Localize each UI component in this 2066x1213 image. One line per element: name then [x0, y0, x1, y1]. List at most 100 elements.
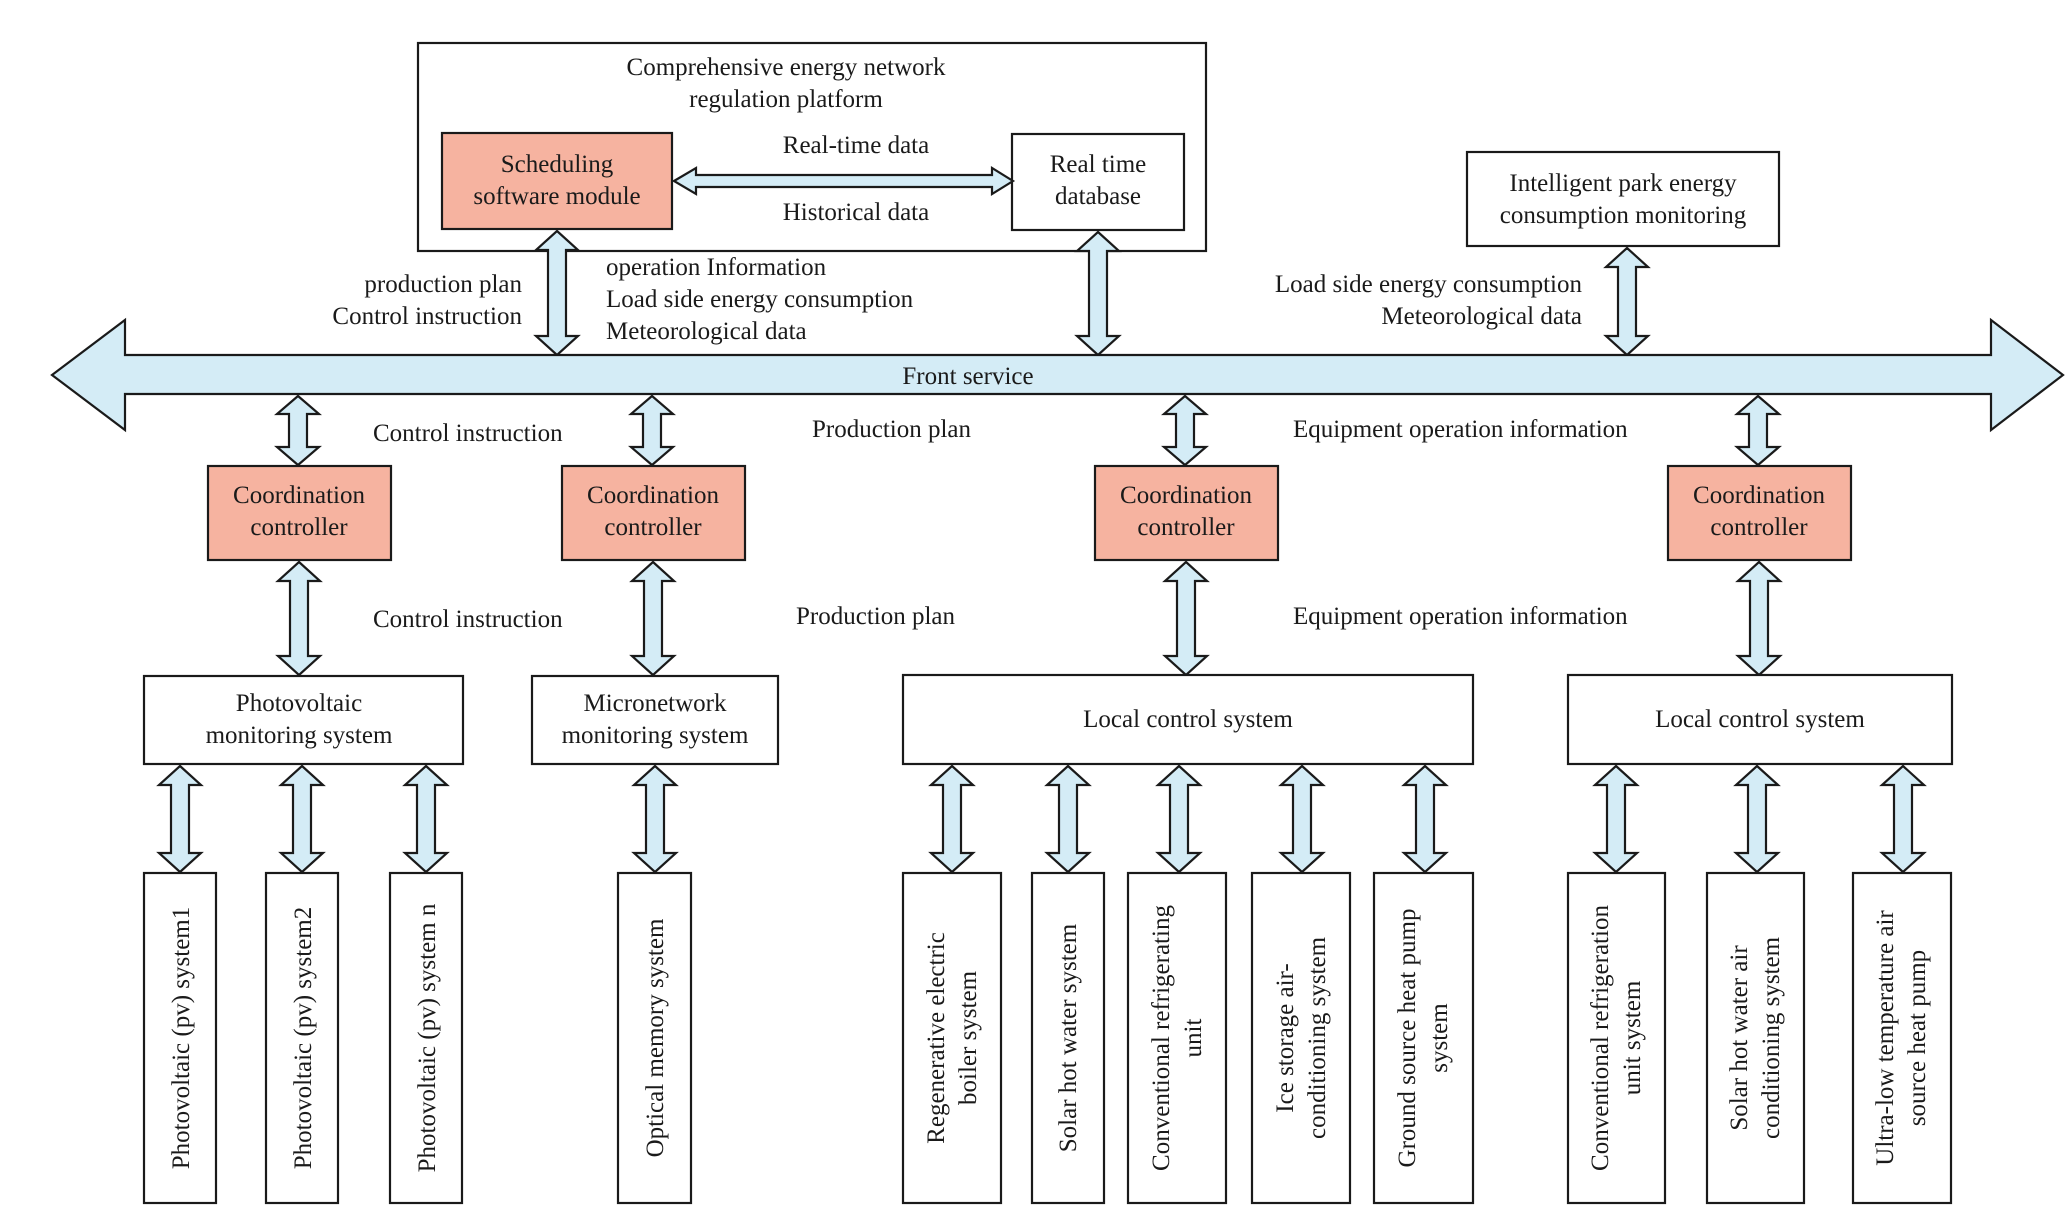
pv-system-2-box [264, 871, 340, 1205]
bus-controller-4-arrow [1734, 394, 1782, 467]
front-service-bus [50, 317, 2065, 433]
solar-hot-water-system-box [1030, 871, 1106, 1205]
realtime-data-label: Real-time data [783, 132, 929, 159]
controller-4-line1: Coordination [1693, 482, 1825, 509]
equipment-operation-info-label-2: Equipment operation information [1293, 603, 1628, 630]
ice-storage-line1: Ice storage air- [1272, 963, 1299, 1112]
local-control-system-2 [1566, 673, 1954, 766]
bus-controller-3-arrow [1161, 394, 1209, 467]
control-instruction-upper-label: Control instruction [332, 303, 522, 330]
micronetwork-monitoring-system [530, 674, 780, 766]
leaf-arrow-electric-boiler [928, 764, 976, 874]
leaf-arrow-ultra-low-heat-pump [1879, 764, 1927, 874]
refrigeration-unit-system-line2: unit system [1619, 980, 1646, 1095]
controller-1-line2: controller [250, 514, 348, 541]
ground-source-line2: system [1426, 1003, 1453, 1073]
ground-source-line1: Ground source heat pump [1394, 909, 1421, 1168]
refrigeration-unit-system-line1: Conventional refrigeration [1587, 905, 1614, 1171]
park-energy-monitoring-box [1465, 150, 1781, 248]
ultra-low-heat-pump-box [1851, 871, 1953, 1205]
ice-storage-system-box [1250, 871, 1352, 1205]
coordination-controller-1 [206, 464, 393, 562]
control-instruction-label-2: Control instruction [373, 606, 563, 633]
pv-monitoring-line1: Photovoltaic [236, 690, 362, 717]
database-front-service-arrow [1074, 230, 1122, 357]
ice-storage-line2: conditioning system [1304, 936, 1331, 1139]
solar-air-conditioning-line1: Solar hot water air [1726, 945, 1753, 1131]
leaf-arrow-pvn [402, 764, 450, 874]
pv-system-n-label: Photovoltaic (pv) system n [414, 903, 441, 1172]
scheduling-module-line1: Scheduling [501, 151, 614, 178]
pv-system-1-label: Photovoltaic (pv) system1 [168, 907, 195, 1169]
ultra-low-heat-pump-line1: Ultra-low temperature air [1872, 910, 1899, 1166]
solar-hot-water-label: Solar hot water system [1055, 923, 1082, 1152]
leaf-arrow-pv1 [156, 764, 204, 874]
photovoltaic-monitoring-system [142, 674, 465, 766]
electric-boiler-line2: boiler system [955, 970, 982, 1105]
leaf-arrow-refrigeration-unit-system [1592, 764, 1640, 874]
production-plan-label-2: Production plan [796, 603, 956, 630]
pv-system-n-box [388, 871, 464, 1205]
coordination-controller-4 [1666, 464, 1853, 562]
optical-memory-system-box [616, 871, 693, 1205]
leaf-arrow-pv2 [278, 764, 326, 874]
optical-memory-system-label: Optical memory system [642, 918, 669, 1157]
meteorological-data-label-middle: Meteorological data [606, 318, 807, 345]
refrigerating-unit-line2: unit [1180, 1019, 1207, 1058]
leaf-arrow-ground-source [1401, 764, 1449, 874]
refrigeration-unit-system-box [1566, 871, 1667, 1205]
control-instruction-label-1: Control instruction [373, 420, 563, 447]
electric-boiler-system-box [901, 871, 1003, 1205]
realtime-database-box [1010, 132, 1186, 232]
historical-data-label: Historical data [783, 199, 929, 226]
platform-title-line1: Comprehensive energy network [627, 54, 946, 81]
load-side-consumption-label-middle: Load side energy consumption [606, 286, 914, 313]
controller-2-line1: Coordination [587, 482, 719, 509]
front-service-label: Front service [902, 363, 1033, 390]
pv-system-1-box [142, 871, 218, 1205]
production-plan-upper-label: production plan [364, 271, 522, 298]
solar-air-conditioning-line2: conditioning system [1758, 936, 1785, 1139]
bus-controller-2-arrow [628, 394, 676, 467]
controller-4-line2: controller [1710, 514, 1808, 541]
refrigerating-unit-box [1126, 871, 1228, 1205]
leaf-arrow-ice-storage [1278, 764, 1326, 874]
micronetwork-monitoring-line2: monitoring system [562, 722, 749, 749]
scheduling-module-line2: software module [473, 183, 640, 210]
leaf-arrow-solar-air-conditioning [1733, 764, 1781, 874]
controller-3-line2: controller [1137, 514, 1235, 541]
controller-2-line2: controller [604, 514, 702, 541]
realtime-historical-data-arrow [671, 166, 1016, 196]
bus-controller-1-arrow [274, 394, 322, 467]
leaf-arrow-solar-hot-water [1044, 764, 1092, 874]
ultra-low-heat-pump-line2: source heat pump [1904, 950, 1931, 1126]
park-monitoring-line2: consumption monitoring [1500, 202, 1747, 229]
scheduling-software-module-box [440, 131, 674, 231]
controller-4-monitoring-arrow [1735, 560, 1783, 677]
controller-1-monitoring-arrow [275, 560, 323, 677]
refrigerating-unit-line1: Conventional refrigerating [1148, 905, 1175, 1171]
coordination-controller-2 [560, 464, 747, 562]
controller-3-line1: Coordination [1120, 482, 1252, 509]
coordination-controller-3 [1093, 464, 1280, 562]
leaf-arrow-refrigerating-unit [1155, 764, 1203, 874]
scheduling-front-service-arrow [533, 229, 581, 357]
local-control-system-1-label: Local control system [1083, 706, 1293, 733]
controller-2-monitoring-arrow [629, 560, 677, 677]
equipment-operation-info-label-1: Equipment operation information [1293, 416, 1628, 443]
electric-boiler-line1: Regenerative electric [923, 932, 950, 1144]
platform-title-line2: regulation platform [689, 86, 883, 113]
local-control-system-2-label: Local control system [1655, 706, 1865, 733]
pv-system-2-label: Photovoltaic (pv) system2 [290, 907, 317, 1169]
ground-source-heat-pump-box [1372, 871, 1475, 1205]
load-side-consumption-label-right: Load side energy consumption [1275, 271, 1583, 298]
local-control-system-1 [901, 673, 1475, 766]
production-plan-label-1: Production plan [812, 416, 972, 443]
leaf-arrow-optical-memory [631, 764, 679, 874]
park-monitoring-front-service-arrow [1603, 246, 1651, 357]
micronetwork-monitoring-line1: Micronetwork [583, 690, 727, 717]
realtime-database-line1: Real time [1050, 151, 1147, 178]
operation-information-label: operation Information [606, 254, 827, 281]
realtime-database-line2: database [1055, 183, 1141, 210]
